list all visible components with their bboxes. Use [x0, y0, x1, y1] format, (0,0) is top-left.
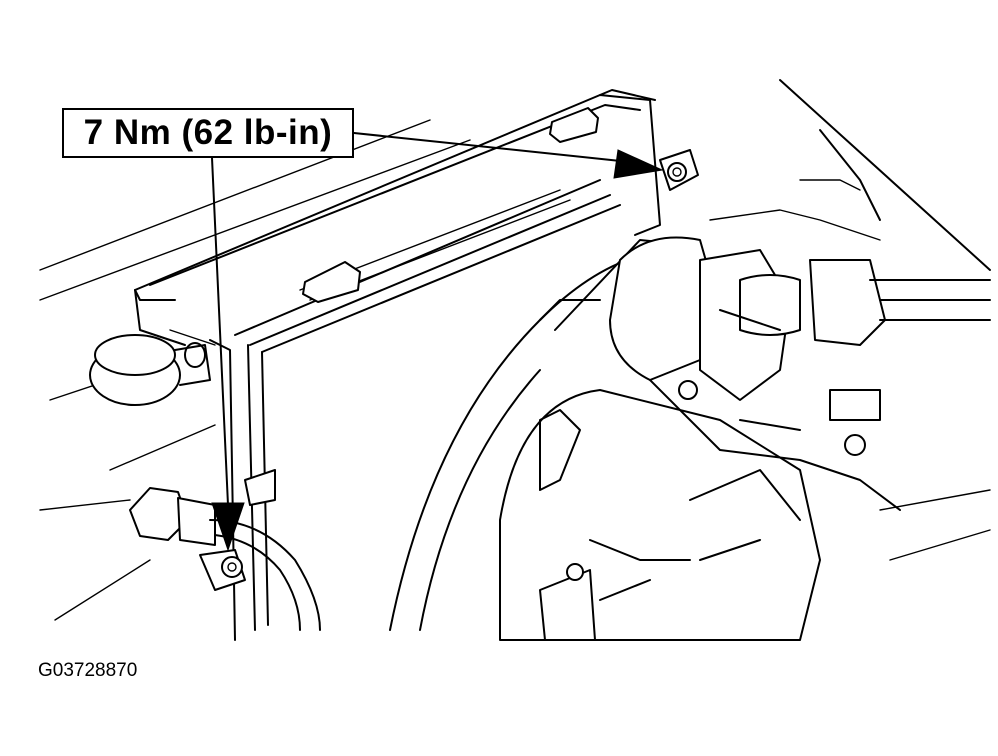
figure-id: G03728870: [38, 660, 138, 681]
torque-spec-callout: 7 Nm (62 lb-in): [62, 108, 354, 158]
radiator-cap: [89, 334, 211, 406]
fan-assembly: [499, 389, 821, 641]
intake-components: [609, 236, 991, 511]
lower-arrowhead: [211, 502, 245, 552]
torque-spec-label: 7 Nm (62 lb-in): [83, 113, 333, 152]
upper-mount-bolt: [659, 149, 699, 191]
fender-lines: [709, 79, 991, 561]
lower-mount-bolt: [129, 469, 321, 631]
body-panel-lines: [39, 119, 471, 621]
upper-arrowhead: [613, 149, 664, 179]
callout-leaders: [211, 132, 664, 552]
